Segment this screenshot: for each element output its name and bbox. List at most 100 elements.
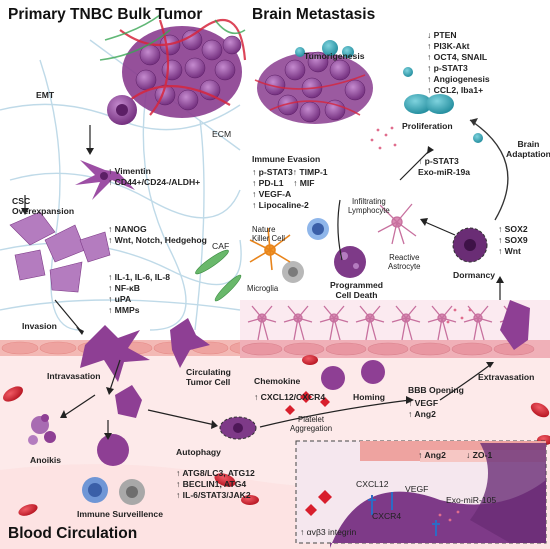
- exosome-dots: [370, 126, 472, 522]
- microglia: [249, 227, 291, 271]
- autophagy-marker: ↑ IL-6/STAT3/JAK2: [176, 490, 251, 500]
- emt-marker: ↑ CD44+/CD24-/ALDH+: [108, 177, 201, 187]
- programmed-death-cell: [334, 246, 366, 278]
- astro-marker: ↑ p-STAT3: [418, 156, 459, 166]
- platelets: [285, 391, 330, 415]
- immune-marker: ↑ Lipocaline-2: [252, 200, 309, 210]
- bbb-opening-label: BBB Opening: [408, 385, 464, 395]
- immune-marker: ↑ VEGF-A: [252, 189, 292, 199]
- ctc-label: Circulating Tumor Cell: [186, 367, 231, 387]
- proliferation-cells: [403, 67, 483, 143]
- top-marker: ↑ p-STAT3: [427, 63, 468, 73]
- invasion-cells: [80, 318, 210, 418]
- invasion-marker: ↑ IL-1, IL-6, IL-8: [108, 272, 171, 282]
- csc-marker: ↑ NANOG: [108, 224, 147, 234]
- caf-label: CAF: [212, 241, 230, 251]
- ecm-label: ECM: [212, 129, 232, 139]
- invasion-label: Invasion: [22, 321, 57, 331]
- invasion-marker: ↑ uPA: [108, 294, 132, 304]
- invasion-marker: ↑ MMPs: [108, 305, 140, 315]
- inset-platelets: [305, 490, 332, 516]
- emt-label: EMT: [36, 90, 55, 100]
- exo-mir105-label: Exo-miR-105: [446, 495, 497, 505]
- top-markers: ↓ PTEN ↑ PI3K-Akt ↑ OCT4, SNAIL ↑ p-STAT…: [427, 30, 490, 96]
- emt-marker: ↑ Vimentin: [108, 166, 151, 176]
- microglia-label: Microglia: [247, 284, 279, 293]
- bbb-endothelium: [241, 342, 535, 356]
- autophagy-marker: ↑ BECLIN1, ATG4: [176, 479, 247, 489]
- immune-surveillance-label: Immune Surveillence: [77, 509, 163, 519]
- immune-marker: ↑ PD-L1 ↑ MIF: [252, 178, 315, 188]
- anoikis-cells: [28, 414, 56, 445]
- infiltrating-label: Infiltrating Lymphocyte: [348, 197, 390, 215]
- red-blood-cells: [3, 355, 550, 516]
- csc-label: CSC Overexpansion: [12, 196, 75, 216]
- cxcl12-label: CXCL12: [356, 479, 389, 489]
- brain-adaptation-label: Brain Adaptation: [506, 139, 550, 159]
- bbb-marker: ↑ VEGF: [408, 398, 439, 408]
- csc-markers: ↑ NANOG ↑ Wnt, Notch, Hedgehog: [108, 224, 207, 246]
- integrin-label: ↑ αvβ3 integrin: [300, 527, 357, 537]
- inset-receptors: [368, 492, 440, 536]
- vegf-label: VEGF: [405, 484, 429, 494]
- tumorigenesis-label: Tumorigenesis: [304, 51, 365, 61]
- brain-adaptation-arrow: [469, 119, 509, 221]
- autophagy-label: Autophagy: [176, 447, 221, 457]
- dormancy-marker: ↑ SOX9: [498, 235, 528, 245]
- top-marker: ↑ Angiogenesis: [427, 74, 490, 84]
- platelet-aggregation-label: Platelet Aggregation: [290, 415, 333, 433]
- dormancy-markers: ↑ SOX2 ↑ SOX9 ↑ Wnt: [498, 224, 528, 257]
- immune-marker: ↑ p-STAT3↑ TIMP-1: [252, 167, 328, 177]
- homing-cells: [321, 300, 530, 390]
- brain-tumor-mass: [254, 40, 373, 124]
- immune-evasion-label: Immune Evasion: [252, 154, 321, 164]
- extravasation-label: Extravasation: [478, 372, 535, 382]
- dormancy-marker: ↑ Wnt: [498, 246, 521, 256]
- csc-cells: [9, 211, 111, 293]
- anoikis-label: Anoikis: [30, 455, 62, 465]
- invasion-markers: ↑ IL-1, IL-6, IL-8 ↑ NF-κB ↑ uPA ↑ MMPs: [108, 272, 170, 316]
- reactive-astrocyte: [377, 203, 417, 245]
- immune-markers: ↑ p-STAT3↑ TIMP-1 ↑ PD-L1 ↑ MIF ↑ VEGF-A…: [252, 167, 328, 211]
- reactive-astrocyte-label: Reactive Astrocyte: [388, 253, 421, 271]
- inset-tumor-cell: [330, 443, 546, 548]
- autophagy-markers: ↑ ATG8/LC3, ATG12 ↑ BECLIN1, ATG4 ↑ IL-6…: [176, 468, 255, 501]
- dormancy-label: Dormancy: [453, 270, 496, 280]
- chemokine-label: Chemokine: [254, 376, 301, 386]
- dormancy-marker: ↑ SOX2: [498, 224, 528, 234]
- brain-metastasis-title: Brain Metastasis: [252, 6, 376, 23]
- intravasation-label: Intravasation: [47, 371, 101, 381]
- astro-marker: Exo-miR-19a: [418, 167, 471, 177]
- csc-marker: ↑ Wnt, Notch, Hedgehog: [108, 235, 207, 245]
- dormancy-cell: [452, 227, 488, 263]
- homing-label: Homing: [353, 392, 385, 402]
- caf-cells: [195, 249, 242, 302]
- arrow-heads: [21, 146, 504, 440]
- top-marker: ↑ CCL2, Iba1+: [427, 85, 484, 95]
- top-marker: ↑ OCT4, SNAIL: [427, 52, 488, 62]
- blood-circulation-title: Blood Circulation: [8, 525, 138, 542]
- brain-parenchyma: [240, 300, 550, 345]
- pcd-label: Programmed Cell Death: [330, 280, 384, 300]
- bbb-marker: ↑ Ang2: [408, 409, 436, 419]
- invasion-marker: ↑ NF-κB: [108, 283, 140, 293]
- autophagy-marker: ↑ ATG8/LC3, ATG12: [176, 468, 255, 478]
- top-marker: ↓ PTEN: [427, 30, 457, 40]
- zo1-label: ↓ ZO-1: [466, 450, 493, 460]
- bbb-markers: ↑ VEGF ↑ Ang2: [408, 398, 438, 420]
- primary-tumor-mass: [99, 14, 247, 118]
- top-marker: ↑ PI3K-Akt: [427, 41, 470, 51]
- flow-arrows: [24, 125, 501, 435]
- primary-tumor-title: Primary TNBC Bulk Tumor: [8, 6, 203, 23]
- nk-label: Nature Killer Cell: [252, 225, 285, 243]
- nk-cell: [282, 261, 304, 283]
- chemokine-marker: ↑ CXCL12/CXCR4: [254, 392, 326, 402]
- infiltrating-lymphocyte: [307, 218, 329, 240]
- emt-cells: [75, 95, 137, 200]
- immune-cells: [82, 434, 145, 505]
- cxcr4-label: CXCR4: [372, 511, 402, 521]
- emt-markers: ↑ Vimentin ↑ CD44+/CD24-/ALDH+: [108, 166, 200, 188]
- proliferation-label: Proliferation: [402, 121, 453, 131]
